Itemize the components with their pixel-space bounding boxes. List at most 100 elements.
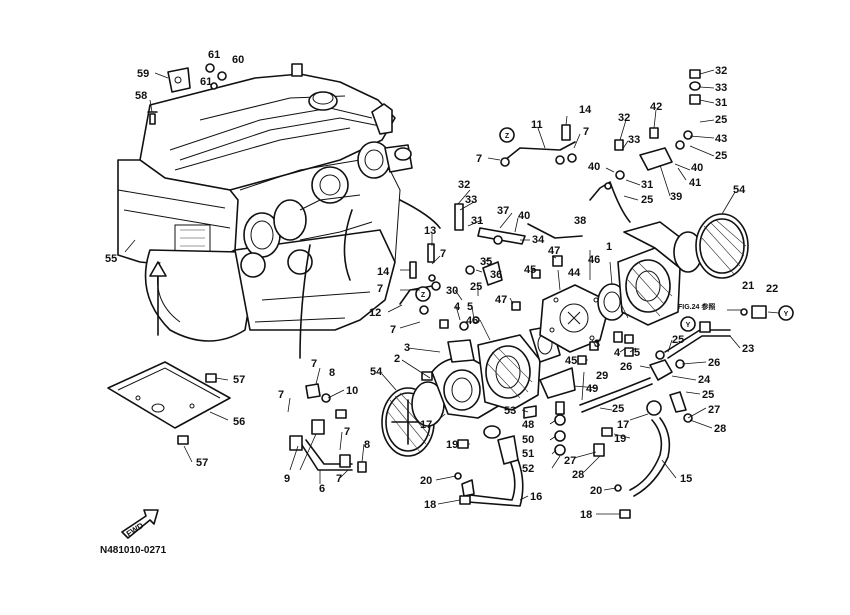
part-label: 45 xyxy=(565,355,577,367)
part-label: 26 xyxy=(620,361,632,373)
part-label: 45 xyxy=(524,264,536,276)
part-label: 54 xyxy=(370,366,383,378)
ref-mark-y-right-text: Y xyxy=(784,311,789,318)
part-label: 36 xyxy=(490,269,502,281)
reference-marks: Z Z Y Y FIG.24 参照 xyxy=(415,127,794,332)
part-label: 29 xyxy=(596,370,608,382)
part-label: 13 xyxy=(424,225,436,237)
part-label: 22 xyxy=(766,283,778,295)
part-label: 17 xyxy=(617,419,629,431)
part-number-labels: 59 61 60 61 58 55 57 56 57 11 14 7 7 32 … xyxy=(105,49,778,521)
part-label: 38 xyxy=(574,215,586,227)
part-label: 2 xyxy=(394,353,400,365)
part-label: 7 xyxy=(278,389,284,401)
part-label: 32 xyxy=(618,112,630,124)
part-label: 18 xyxy=(580,509,592,521)
part-label: 7 xyxy=(377,283,383,295)
fwd-arrow: FWD xyxy=(121,509,159,539)
part-label: 19 xyxy=(614,433,626,445)
part-label: 7 xyxy=(440,248,446,260)
part-label: 56 xyxy=(233,416,245,428)
part-label: 8 xyxy=(329,367,335,379)
part-label: 33 xyxy=(715,82,727,94)
bracket-59 xyxy=(147,63,227,125)
part-label: 59 xyxy=(137,68,149,80)
fig-reference: FIG.24 参照 xyxy=(678,302,715,311)
part-label: 21 xyxy=(742,280,754,292)
part-label: 19 xyxy=(446,439,458,451)
part-label: 14 xyxy=(579,104,592,116)
part-label: 47 xyxy=(495,294,507,306)
mount-bracket-56 xyxy=(107,361,231,445)
part-label: 27 xyxy=(564,455,576,467)
part-label: 25 xyxy=(715,150,727,162)
part-label: 16 xyxy=(530,491,542,503)
oil-lines xyxy=(289,124,731,507)
part-label: 20 xyxy=(590,485,602,497)
part-label: 1 xyxy=(606,241,612,253)
part-label: 17 xyxy=(420,419,432,431)
part-label: 54 xyxy=(733,184,746,196)
part-label: 27 xyxy=(708,404,720,416)
part-label: 25 xyxy=(672,334,684,346)
leader-lines xyxy=(124,69,741,515)
engine-assembly xyxy=(117,63,441,359)
part-label: 3 xyxy=(404,342,410,354)
part-label: 37 xyxy=(497,205,509,217)
part-label: 46 xyxy=(466,315,478,327)
ref-mark-y-left xyxy=(680,316,696,332)
part-label: 52 xyxy=(522,463,534,475)
part-label: 25 xyxy=(612,403,624,415)
part-label: 57 xyxy=(196,457,208,469)
part-label: 55 xyxy=(105,253,117,265)
part-label: 26 xyxy=(708,357,720,369)
ref-mark-z-mid xyxy=(415,286,431,302)
turbocharger-right xyxy=(597,213,749,326)
exhaust-elbow-44 xyxy=(539,284,611,353)
part-label: 50 xyxy=(522,434,534,446)
part-label: 18 xyxy=(424,499,436,511)
part-label: 7 xyxy=(344,426,350,438)
part-label: 20 xyxy=(420,475,432,487)
part-label: 30 xyxy=(446,285,458,297)
part-label: 51 xyxy=(522,448,534,460)
part-label: 28 xyxy=(572,469,584,481)
part-label: 60 xyxy=(232,54,244,66)
part-label: 31 xyxy=(471,215,483,227)
part-label: 23 xyxy=(742,343,754,355)
part-label: 43 xyxy=(715,133,727,145)
part-label: 53 xyxy=(504,405,516,417)
ref-mark-y-left-text: Y xyxy=(686,322,691,329)
part-label: 33 xyxy=(628,134,640,146)
part-label: 25 xyxy=(641,194,653,206)
part-label: 39 xyxy=(670,191,682,203)
part-label: 40 xyxy=(588,161,600,173)
part-label: 24 xyxy=(698,374,711,386)
part-label: 3 xyxy=(594,338,600,350)
part-label: 14 xyxy=(377,266,390,278)
part-label: 12 xyxy=(369,307,381,319)
part-label: 48 xyxy=(522,419,534,431)
part-label: 57 xyxy=(233,374,245,386)
part-label: 40 xyxy=(691,162,703,174)
part-label: 4 xyxy=(454,301,461,313)
part-label: 35 xyxy=(480,256,492,268)
part-label: 7 xyxy=(583,126,589,138)
part-label: 10 xyxy=(346,385,358,397)
part-label: 15 xyxy=(680,473,692,485)
part-label: 42 xyxy=(650,101,662,113)
part-label: 61 xyxy=(200,76,212,88)
part-label: 8 xyxy=(364,439,370,451)
ref-mark-z-top xyxy=(499,127,515,143)
part-label: 5 xyxy=(467,301,473,313)
part-label: 33 xyxy=(465,194,477,206)
figure-code: N481010-0271 xyxy=(100,545,167,556)
part-label: 47 xyxy=(548,245,560,257)
part-label: 40 xyxy=(518,210,530,222)
part-label: 28 xyxy=(714,423,726,435)
part-label: 11 xyxy=(531,119,543,131)
part-label: 7 xyxy=(336,473,342,485)
part-label: 25 xyxy=(715,114,727,126)
